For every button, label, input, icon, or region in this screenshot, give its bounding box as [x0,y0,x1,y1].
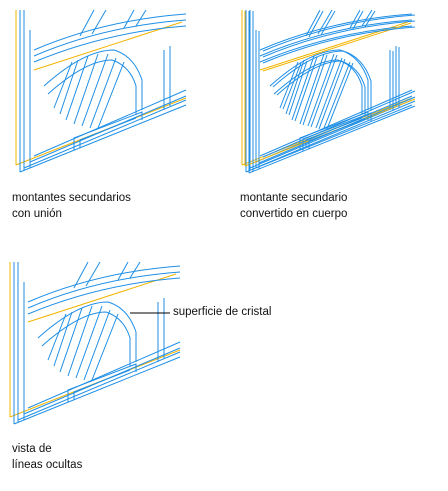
caption-figure-3: vista de líneas ocultas [12,441,82,473]
figure-mullions-joined [15,9,187,173]
caption-line: montante secundario [240,192,348,204]
figure-hidden-lines-view [9,261,181,425]
caption-figure-2: montante secundario convertido en cuerpo [240,190,347,222]
caption-line: convertido en cuerpo [240,208,348,220]
caption-line: montantes secundarios [12,192,131,204]
caption-line: líneas ocultas [12,459,83,471]
caption-line: con unión [12,208,62,220]
caption-line: vista de [12,443,52,455]
caption-figure-1: montantes secundarios con unión [12,190,131,222]
callout-glass-surface-label: superficie de cristal [173,306,272,318]
figure-mullion-converted-body [241,9,416,174]
